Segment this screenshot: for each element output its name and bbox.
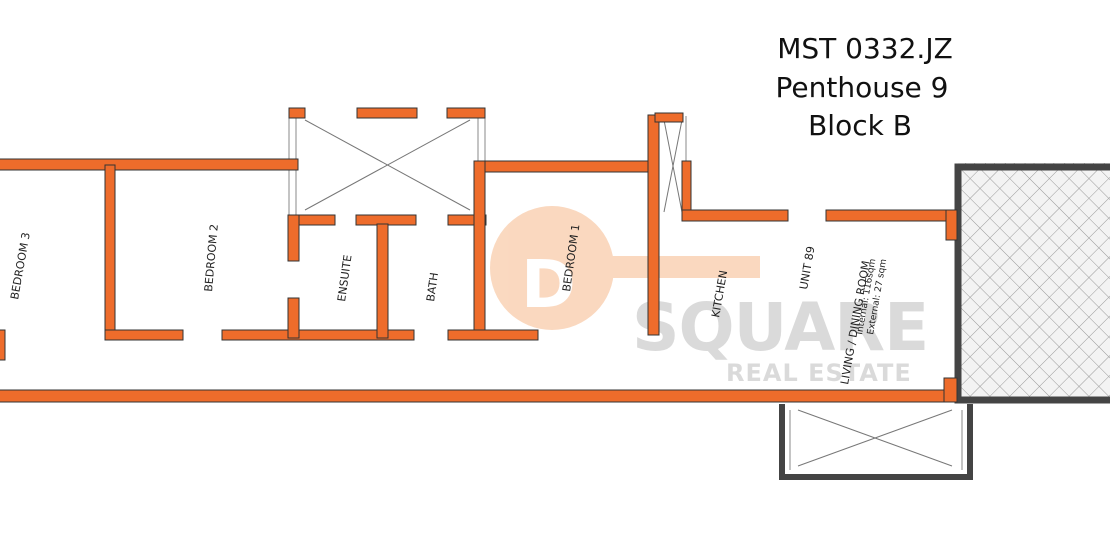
balcony-cross-2 [797,409,953,467]
wall-bedroom2-bottom-a [104,329,184,341]
wall-left-fragment [0,329,6,361]
lightwell [288,118,486,215]
wall-kitchen-top [681,209,789,222]
wall-lightwell-top-3 [446,107,486,119]
watermark: D SQUARE REAL ESTATE [490,206,929,387]
balcony [779,404,973,480]
wall-top-mid [473,160,655,173]
wall-ensuite-right [376,223,389,339]
title-block: MST 0332.JZ Penthouse 9 Block B [776,32,953,142]
wall-top-left [0,158,299,171]
wall-bath-right [473,160,486,339]
wall-shaft-top [654,112,684,123]
wall-ensuite-left-top [287,214,300,262]
room-label-ensuite: ENSUITE [335,254,354,303]
lightwell-cross-2 [304,119,471,211]
title-line-2: Penthouse 9 [776,71,949,104]
wall-top-right [825,209,957,222]
balcony-outline [779,404,973,480]
watermark-logo-circle [490,206,614,330]
title-line-1: MST 0332.JZ [777,32,953,65]
wall-lightwell-top-1 [288,107,306,119]
wall-shaft-left [647,114,660,336]
terrace-area [958,163,1110,400]
wall-bottom-main [0,389,957,403]
room-label-bedroom3: BEDROOM 3 [8,231,33,300]
room-label-unit: UNIT 89 [797,245,817,290]
shaft-cross-2 [663,119,683,213]
wall-bedroom1-bottom [447,329,539,341]
room-label-bedroom2: BEDROOM 2 [202,223,221,292]
wall-lightwell-top-2 [356,107,418,119]
wall-right-bottom-stub [943,377,958,403]
wall-ensuite-left-bottom [287,297,300,339]
watermark-sub: REAL ESTATE [726,359,912,387]
wall-right-stub [945,209,958,241]
watermark-brand: SQUARE [632,289,928,366]
wall-bedroom2-bottom-b [221,329,415,341]
room-label-bath: BATH [424,272,441,303]
terrace-outline [954,163,1110,404]
title-line-3: Block B [808,109,912,142]
watermark-logo-letter: D [521,246,575,323]
wall-bedroom2-left [104,164,116,339]
watermark-key-shaft [600,256,760,278]
wall-lightwell-bottom-3 [447,214,487,226]
terrace [954,163,1110,404]
walls [0,107,958,403]
